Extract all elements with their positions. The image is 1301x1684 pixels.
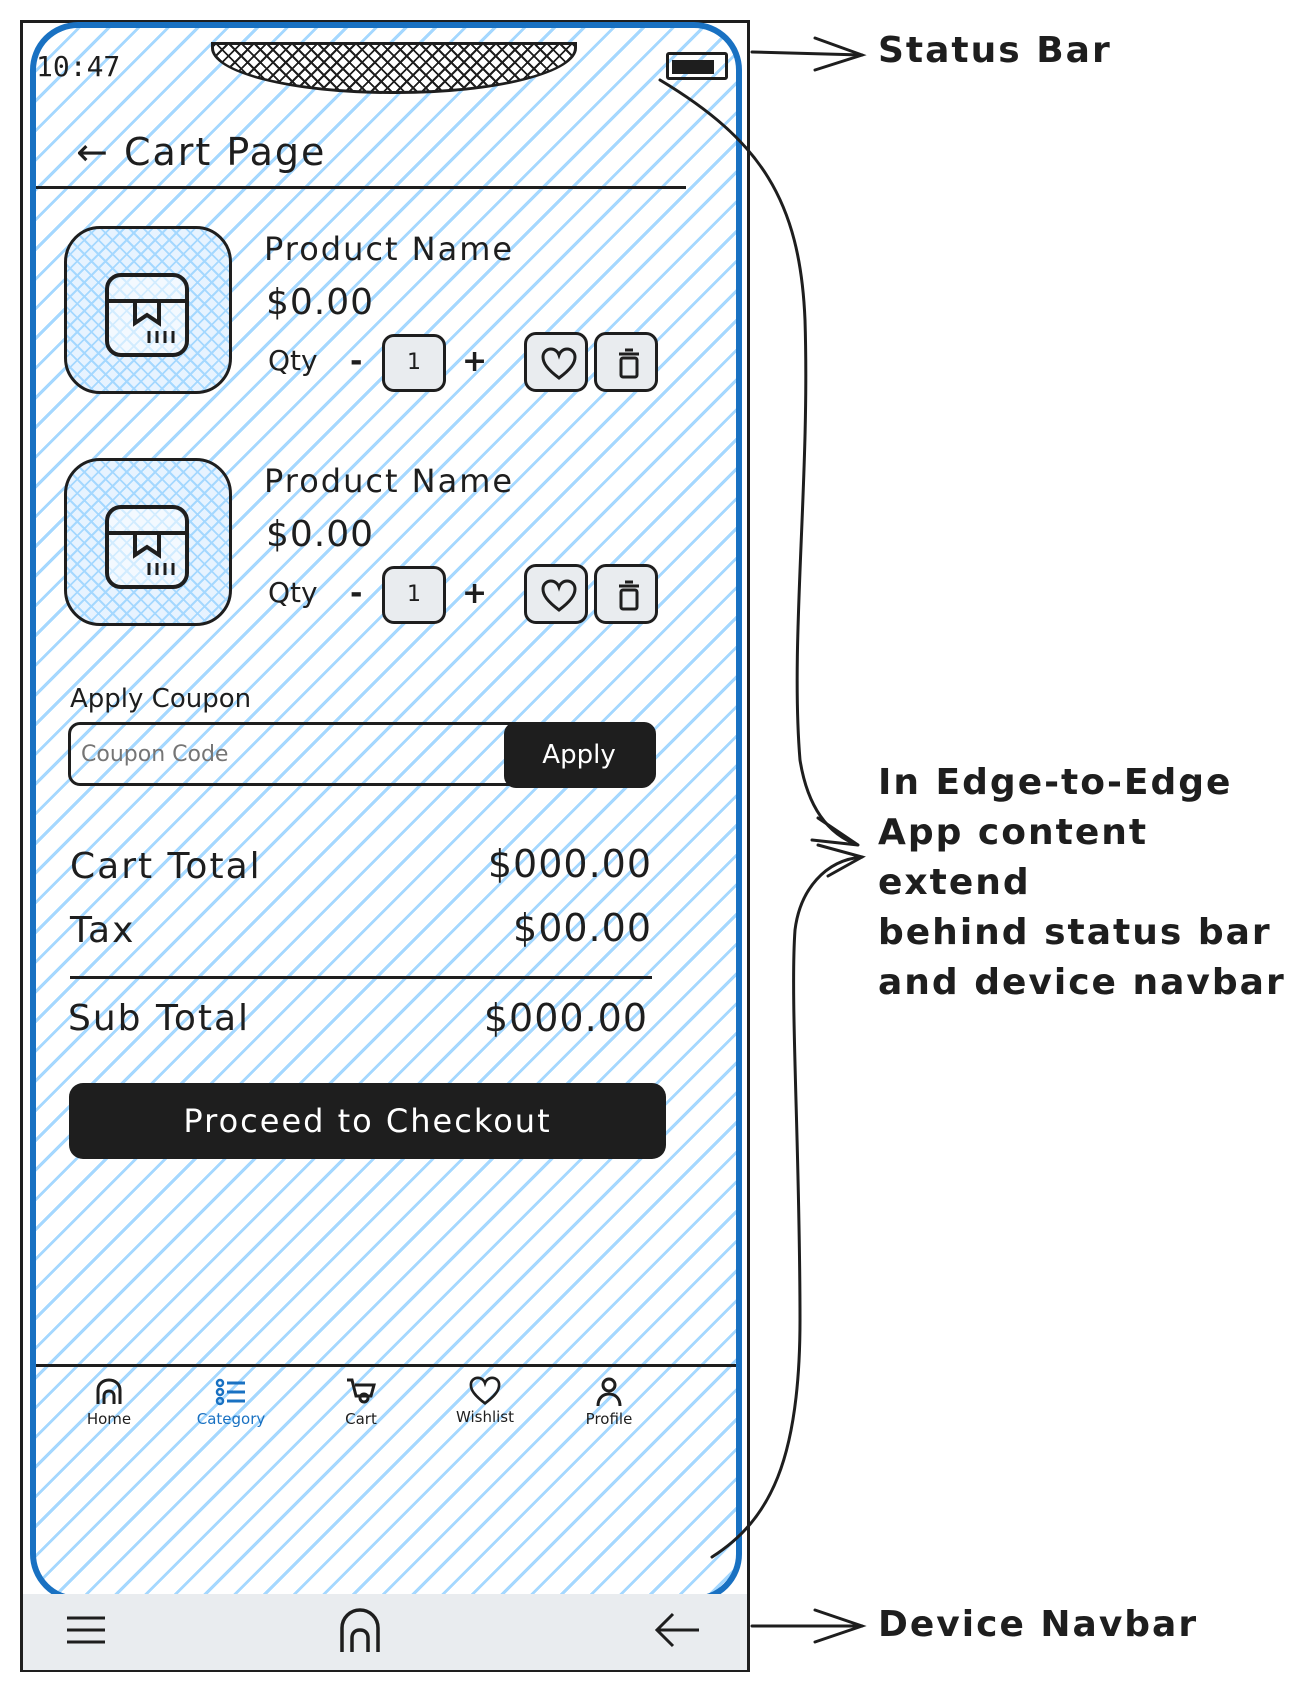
home-icon <box>96 1378 122 1404</box>
bottom-nav-cart[interactable]: Cart <box>306 1376 416 1428</box>
user-icon <box>596 1377 622 1407</box>
bottom-nav-wishlist[interactable]: Wishlist <box>430 1376 540 1426</box>
cart-total-value: $000.00 <box>487 842 652 886</box>
cart-icon <box>347 1378 376 1404</box>
header-divider <box>36 186 686 189</box>
back-arrow-icon[interactable] <box>653 1610 701 1650</box>
menu-icon[interactable] <box>65 1612 107 1648</box>
product-name: Product Name <box>264 462 515 500</box>
trash-icon <box>619 348 639 379</box>
home-icon[interactable] <box>336 1606 384 1656</box>
qty-increment-button[interactable]: + <box>462 344 488 379</box>
list-icon <box>215 1378 245 1406</box>
edge-to-edge-annotation: In Edge-to-Edge App content extend behin… <box>878 758 1301 1008</box>
device-navbar <box>23 1594 747 1670</box>
summary-divider <box>70 976 652 979</box>
heart-icon <box>541 347 577 380</box>
qty-label: Qty <box>268 344 318 377</box>
tax-value: $00.00 <box>513 906 652 950</box>
product-thumbnail <box>64 458 232 626</box>
qty-decrement-button[interactable]: - <box>350 576 363 611</box>
wishlist-button[interactable] <box>524 332 588 392</box>
bottom-nav-home[interactable]: Home <box>54 1376 164 1428</box>
battery-icon <box>666 52 728 80</box>
annotation-line: App content extend <box>878 812 1149 903</box>
bottom-nav-label: Profile <box>585 1410 633 1428</box>
status-bar-annotation: Status Bar <box>878 30 1112 71</box>
qty-decrement-button[interactable]: - <box>350 344 363 379</box>
bottom-nav-label: Home <box>86 1410 132 1428</box>
annotation-line: behind status bar <box>878 912 1272 953</box>
tax-label: Tax <box>70 910 136 951</box>
qty-increment-button[interactable]: + <box>462 576 488 611</box>
page-title: ← Cart Page <box>76 130 326 174</box>
sub-total-label: Sub Total <box>68 998 251 1039</box>
page-title-text: Cart Page <box>123 130 327 174</box>
package-icon <box>105 505 189 589</box>
bottom-nav-label: Cart <box>345 1410 377 1428</box>
delete-button[interactable] <box>594 332 658 392</box>
cart-total-label: Cart Total <box>70 846 262 887</box>
qty-label: Qty <box>268 576 318 609</box>
apply-coupon-button[interactable]: Apply <box>504 722 654 788</box>
heart-icon <box>541 579 577 612</box>
qty-value[interactable]: 1 <box>382 334 446 392</box>
wishlist-button[interactable] <box>524 564 588 624</box>
package-icon <box>105 273 189 357</box>
arrow-left-icon[interactable]: ← <box>76 130 110 174</box>
bottom-nav-label: Category <box>196 1410 266 1428</box>
heart-icon <box>469 1376 501 1406</box>
coupon-label: Apply Coupon <box>70 684 252 714</box>
product-price: $0.00 <box>266 282 375 323</box>
trash-icon <box>619 580 639 611</box>
bottom-nav-profile[interactable]: Profile <box>554 1376 664 1428</box>
qty-value[interactable]: 1 <box>382 566 446 624</box>
checkout-button[interactable]: Proceed to Checkout <box>69 1083 666 1159</box>
device-navbar-annotation: Device Navbar <box>878 1604 1199 1645</box>
product-thumbnail <box>64 226 232 394</box>
status-time: 10:47 <box>36 50 121 83</box>
delete-button[interactable] <box>594 564 658 624</box>
product-name: Product Name <box>264 230 515 268</box>
annotation-line: In Edge-to-Edge <box>878 762 1233 803</box>
product-price: $0.00 <box>266 514 375 555</box>
phone-screen: 10:47 ← Cart Page Product Name $0.00 Qty… <box>30 22 742 1602</box>
annotation-line: and device navbar <box>878 962 1286 1003</box>
bottom-nav-divider <box>36 1364 736 1367</box>
bottom-nav-label: Wishlist <box>455 1408 515 1426</box>
sub-total-value: $000.00 <box>483 996 648 1040</box>
bottom-nav-category[interactable]: Category <box>176 1376 286 1428</box>
